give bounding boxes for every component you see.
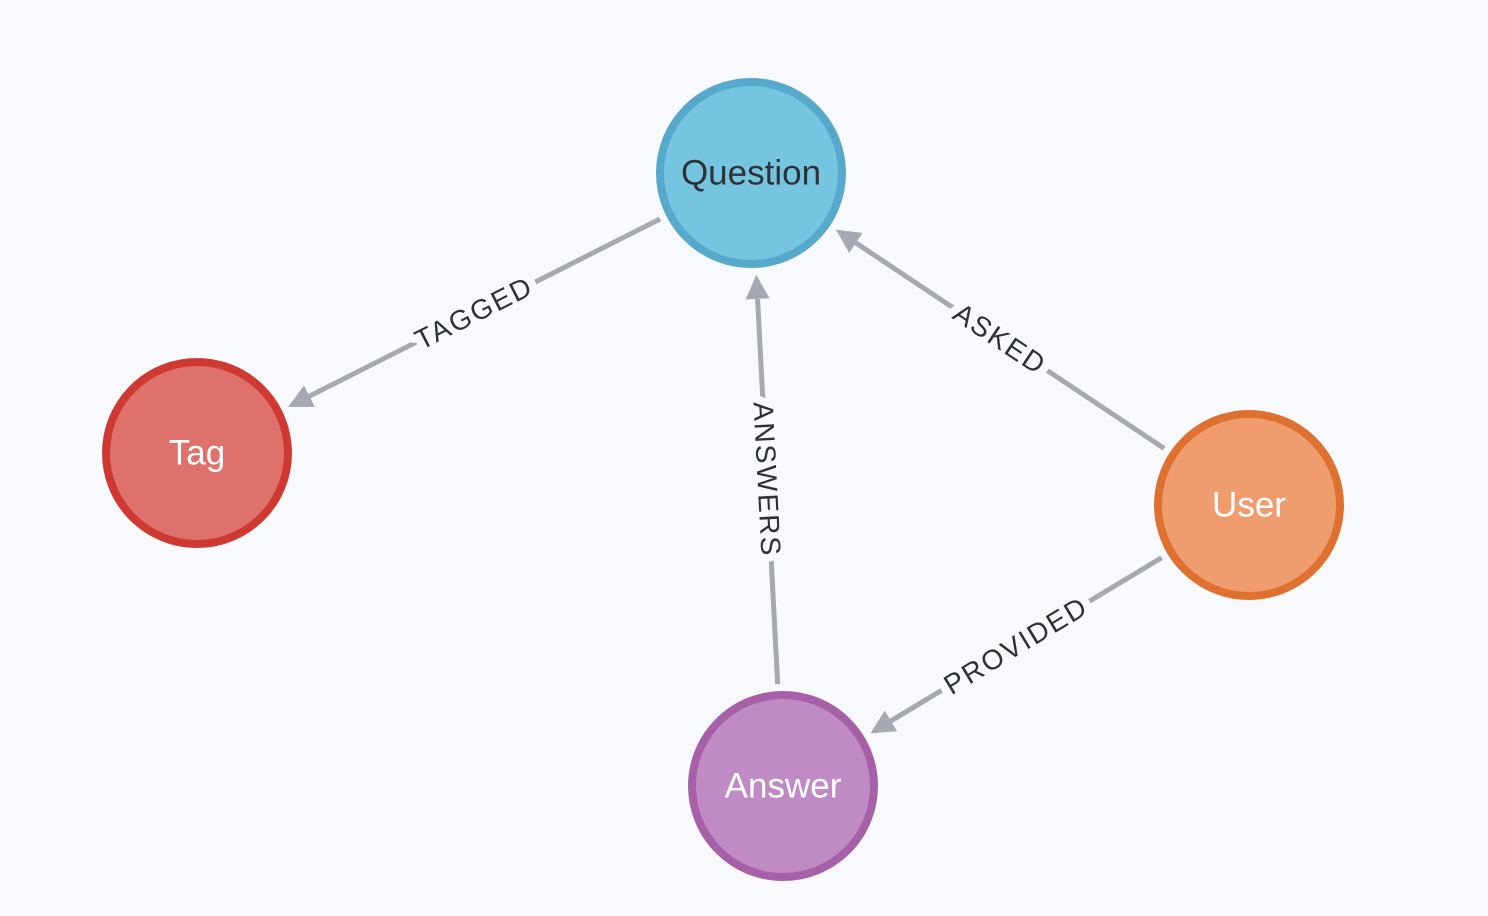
- edge-line-asked[interactable]: [854, 240, 1166, 451]
- arrowhead-icon: [870, 710, 898, 734]
- node-circle-question[interactable]: [656, 78, 846, 268]
- node-circle-user[interactable]: [1154, 410, 1344, 600]
- edge-line-answers[interactable]: [755, 298, 781, 685]
- node-circle-answer[interactable]: [688, 691, 878, 881]
- edge-line-provided[interactable]: [889, 555, 1163, 724]
- node-question[interactable]: Question: [656, 78, 846, 268]
- arrowhead-icon: [835, 229, 863, 253]
- edge-line-tagged[interactable]: [308, 216, 662, 399]
- arrowhead-icon: [745, 274, 770, 300]
- node-answer[interactable]: Answer: [688, 691, 878, 881]
- node-user[interactable]: User: [1154, 410, 1344, 600]
- arrowhead-icon: [288, 385, 315, 407]
- node-tag[interactable]: Tag: [102, 358, 292, 548]
- node-circle-tag[interactable]: [102, 358, 292, 548]
